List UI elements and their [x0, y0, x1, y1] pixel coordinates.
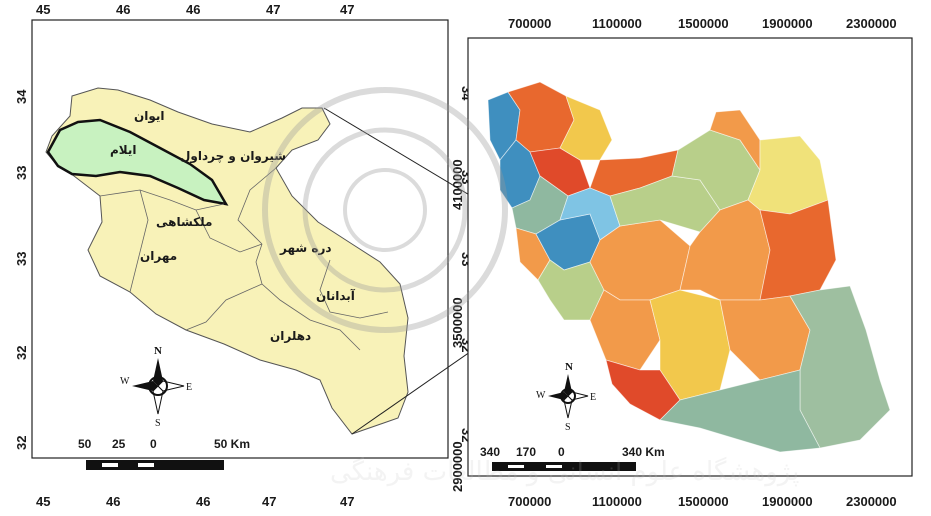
- right-left-tick: 4100000: [450, 159, 465, 210]
- left-side-tick: 33: [14, 166, 29, 180]
- left-top-tick: 47: [266, 2, 280, 17]
- county-boundaries: [99, 167, 389, 351]
- province-shape: [659, 369, 821, 453]
- right-top-tick: 1100000: [592, 16, 642, 31]
- right-left-tick: 3500000: [450, 297, 465, 348]
- right-bottom-tick: 700000: [508, 494, 551, 509]
- left-bottom-tick: 46: [106, 494, 120, 509]
- left-top-tick: 47: [340, 2, 354, 17]
- compass-s-label: S: [565, 422, 571, 433]
- right-map-panel: 700000 1100000 1500000 1900000 2300000 7…: [450, 16, 913, 509]
- left-side-tick: 33: [14, 252, 29, 266]
- compass-n-label: N: [154, 345, 162, 357]
- right-bottom-tick: 2300000: [846, 494, 897, 509]
- place-label-ivan: ایوان: [134, 109, 165, 124]
- scale-label: 0: [150, 437, 157, 451]
- place-label-mehran: مهران: [140, 249, 177, 263]
- place-label-shirvan: شیروان و چرداول: [180, 149, 286, 164]
- left-bottom-tick: 46: [196, 494, 210, 509]
- compass-e-label: E: [590, 392, 596, 403]
- right-top-tick: 1500000: [678, 16, 729, 31]
- scale-label: 25: [112, 437, 126, 451]
- right-compass-rose: N S E W: [536, 361, 596, 433]
- scale-label: 340 Km: [622, 445, 665, 459]
- place-label-dehloran: دهلران: [270, 329, 311, 343]
- compass-n-label: N: [565, 361, 573, 373]
- province-shape: [559, 95, 613, 161]
- left-top-tick: 45: [36, 2, 50, 17]
- place-label-abdanan: آبدانان: [316, 288, 356, 303]
- watermark: پژوهشگاه علوم انسانی و مطالعات فرهنگی: [262, 87, 799, 487]
- place-label-malekshahi: ملکشاهی: [156, 215, 212, 229]
- left-compass-rose: N S E W: [120, 345, 192, 429]
- right-top-tick: 2300000: [846, 16, 897, 31]
- left-side-tick: 32: [14, 346, 29, 360]
- watermark-text: پژوهشگاه علوم انسانی و مطالعات فرهنگی: [330, 456, 799, 487]
- scale-label: 50: [78, 437, 92, 451]
- left-bottom-tick: 47: [262, 494, 276, 509]
- iran-provinces: [487, 81, 891, 453]
- place-label-darreh-shahr: دره شهر: [279, 241, 332, 255]
- scale-label: 170: [516, 445, 536, 459]
- left-side-tick: 34: [14, 89, 29, 104]
- ilam-county-highlight: [46, 118, 229, 206]
- right-left-tick: 2900000: [450, 441, 465, 492]
- left-bottom-tick: 47: [340, 494, 354, 509]
- left-scale-bar: 50 25 0 50 Km: [78, 437, 250, 470]
- right-bottom-tick: 1100000: [592, 494, 642, 509]
- left-side-tick: 32: [14, 436, 29, 450]
- left-bottom-tick: 45: [36, 494, 50, 509]
- compass-e-label: E: [186, 382, 192, 393]
- compass-w-label: W: [536, 390, 546, 401]
- left-top-tick: 46: [186, 2, 200, 17]
- right-top-tick: 700000: [508, 16, 551, 31]
- province-shape: [789, 285, 891, 449]
- province-shape: [589, 289, 661, 371]
- compass-s-label: S: [155, 418, 161, 429]
- scale-label: 50 Km: [214, 437, 250, 451]
- scale-label: 340: [480, 445, 500, 459]
- right-top-tick: 1900000: [762, 16, 813, 31]
- right-scale-bar: 340 170 0 340 Km: [480, 445, 665, 471]
- right-bottom-tick: 1900000: [762, 494, 813, 509]
- left-top-tick: 46: [116, 2, 130, 17]
- scale-label: 0: [558, 445, 565, 459]
- left-map-panel: 45 46 46 47 47 45 46 46 47 47 34 33 33 3…: [14, 2, 474, 509]
- right-bottom-tick: 1500000: [678, 494, 729, 509]
- compass-w-label: W: [120, 376, 130, 387]
- place-label-ilam: ایلام: [110, 143, 137, 158]
